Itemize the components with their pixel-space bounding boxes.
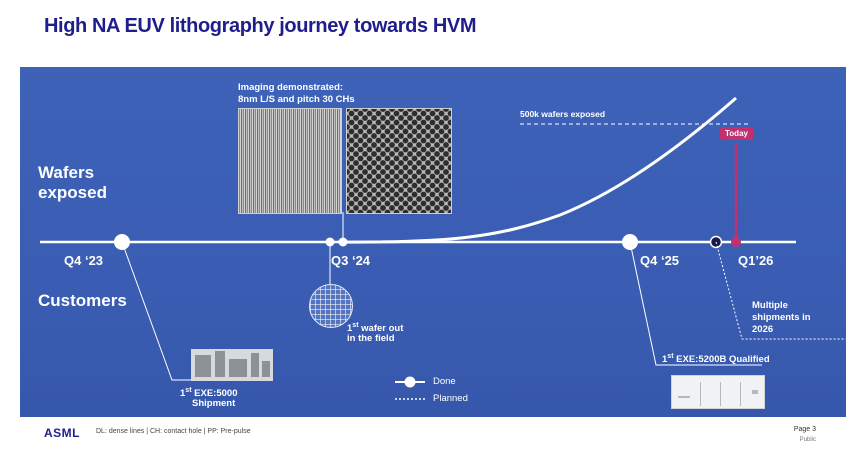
shipment-event-line2: Shipment xyxy=(192,398,236,409)
milestone-q4-25: Q4 ‘25 xyxy=(640,253,680,268)
customers-label: Customers xyxy=(38,291,127,310)
milestone-q1-26: Q1’26 xyxy=(738,253,774,268)
today-badge: Today xyxy=(720,127,753,140)
qualified-connector xyxy=(629,241,762,366)
multi-connector xyxy=(715,241,846,340)
footer-note: DL: dense lines | CH: contact hole | PP:… xyxy=(96,428,251,435)
contact-holes-image xyxy=(346,108,452,214)
wafers-label-2: exposed xyxy=(38,183,107,202)
threshold-label: 500k wafers exposed xyxy=(520,109,606,119)
legend-planned-label: Planned xyxy=(433,393,468,404)
legend-done-dot xyxy=(404,376,416,388)
multi-event-line3: 2026 xyxy=(752,324,774,335)
imaging-line1: Imaging demonstrated: xyxy=(238,82,344,93)
wafers-exposed-curve xyxy=(337,96,737,244)
exe5000-machine-image xyxy=(191,349,273,381)
wafer-event-line2: in the field xyxy=(347,333,395,344)
milestone-q3-24-dot-b xyxy=(338,237,348,247)
qualified-event: 1st EXE:5200B Qualified xyxy=(662,353,770,365)
wafer-event-line1: 1st wafer out xyxy=(347,322,404,334)
legend-done-label: Done xyxy=(433,376,456,387)
milestone-q4-23: Q4 ‘23 xyxy=(64,253,104,268)
wafers-label-1: Wafers xyxy=(38,163,95,182)
asml-logo: ASML xyxy=(44,426,80,440)
multi-event-line1: Multiple xyxy=(752,300,788,311)
dense-lines-image xyxy=(238,108,342,214)
classification-label: Public xyxy=(799,437,816,443)
page-title: High NA EUV lithography journey towards … xyxy=(44,15,477,37)
timeline-panel: Wafers exposed Customers Q4 ‘23 Q3 ‘24 Q… xyxy=(20,67,846,417)
milestone-q3-24: Q3 ‘24 xyxy=(331,253,371,268)
exe5200b-machine-image xyxy=(671,375,765,409)
timeline-graphic xyxy=(40,96,846,400)
today-dot xyxy=(731,237,741,247)
imaging-line2: 8nm L/S and pitch 30 CHs xyxy=(238,94,355,105)
shipment-event-line1: 1st EXE:5000 xyxy=(180,387,238,399)
wafer-icon xyxy=(309,284,353,328)
multi-event-line2: shipments in xyxy=(752,312,811,323)
page-number: Page 3 xyxy=(793,426,816,433)
